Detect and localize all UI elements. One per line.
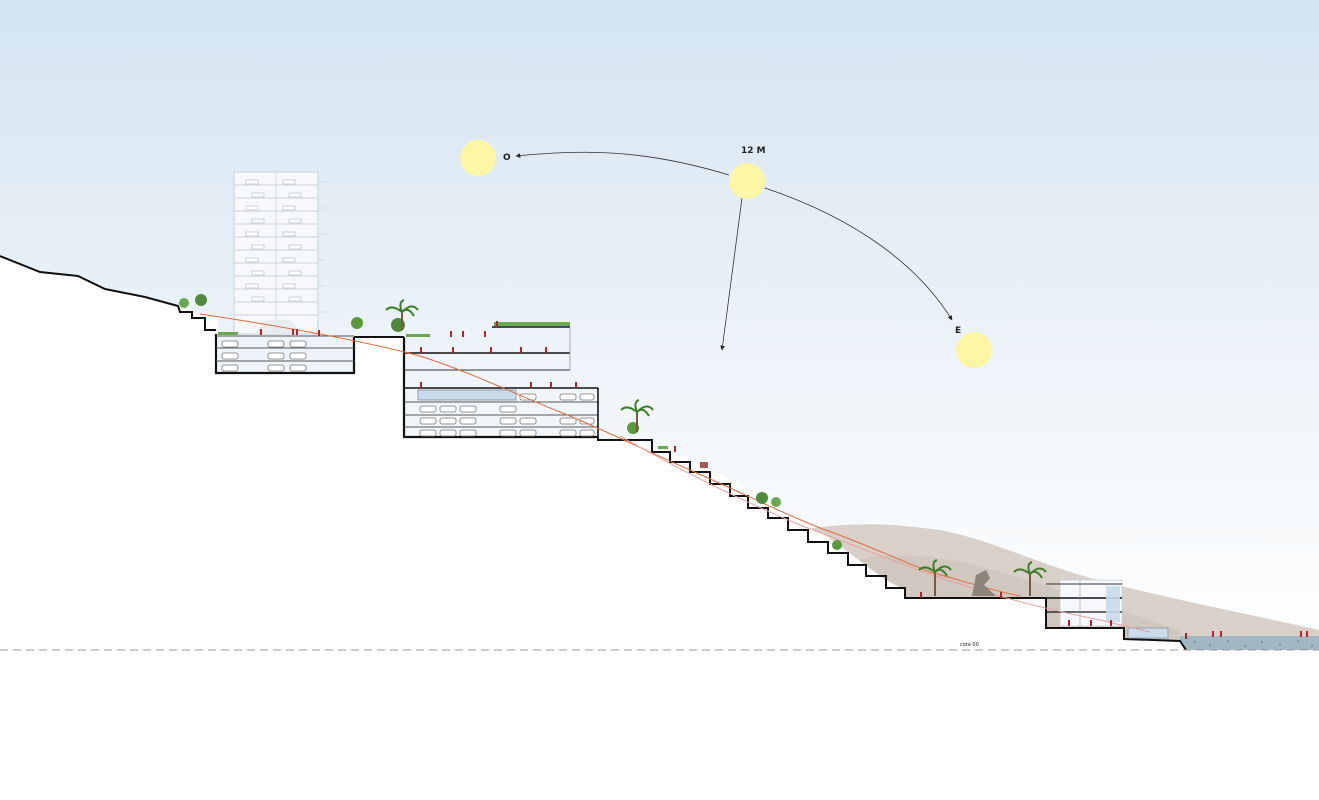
- person-icon: [452, 347, 454, 353]
- terrain-profile: [0, 255, 216, 331]
- west-label: O: [503, 153, 511, 163]
- person-icon: [318, 330, 320, 336]
- sun-west: [460, 140, 496, 176]
- person-icon: [530, 382, 532, 388]
- person-icon: [296, 329, 298, 335]
- person-icon: [490, 347, 492, 353]
- tree-icon: [771, 497, 781, 507]
- person-icon: [292, 329, 294, 335]
- person-icon: [1185, 633, 1187, 639]
- sun-east: [956, 332, 992, 368]
- secondary-path: [619, 435, 1151, 633]
- person-icon: [1300, 631, 1302, 637]
- pool: [417, 389, 517, 401]
- person-icon: [260, 329, 262, 335]
- person-icon: [462, 331, 464, 337]
- person-icon: [1220, 631, 1222, 637]
- east-label: E: [955, 326, 961, 336]
- person-icon: [1068, 620, 1070, 626]
- person-icon: [520, 347, 522, 353]
- parking-cars: [221, 340, 595, 437]
- tree-icon: [832, 540, 842, 550]
- sea-texture: [1193, 639, 1314, 648]
- sea: [1180, 636, 1319, 650]
- person-icon: [484, 331, 486, 337]
- person-icon: [1306, 631, 1308, 637]
- ground-mass: [0, 256, 1186, 650]
- palm-tree-icon: [385, 299, 419, 330]
- person-icon: [1000, 592, 1002, 598]
- person-icon: [1090, 620, 1092, 626]
- tree-icon: [195, 294, 207, 306]
- person-icon: [450, 331, 452, 337]
- datum-label: cota 00: [960, 642, 979, 648]
- tree-icon: [351, 317, 363, 329]
- vegetation: [179, 294, 1047, 596]
- person-icon: [1110, 620, 1112, 626]
- people: [260, 321, 1308, 639]
- person-icon: [550, 382, 552, 388]
- noon-label: 12 M: [741, 146, 766, 156]
- person-icon: [575, 382, 577, 388]
- tree-icon: [756, 492, 768, 504]
- sun-path-west-arrow: [515, 151, 730, 176]
- tree-icon: [179, 298, 189, 308]
- pedestrian-path: [199, 313, 1021, 597]
- sun-path-east-arrow: [764, 187, 953, 321]
- person-icon: [1212, 631, 1214, 637]
- stepped-terraces: [597, 437, 1187, 651]
- palm-tree-icon: [1013, 561, 1047, 596]
- sculpture: [972, 570, 996, 596]
- person-icon: [420, 347, 422, 353]
- palm-tree-icon: [918, 559, 952, 596]
- terraced-building-middle: [354, 326, 599, 439]
- person-icon: [420, 382, 422, 388]
- sun-ray-arrow: [720, 197, 743, 351]
- sun-noon: [729, 163, 765, 199]
- person-icon: [545, 347, 547, 353]
- person-icon: [496, 321, 498, 327]
- person-icon: [674, 446, 676, 452]
- person-icon: [920, 592, 922, 598]
- palm-tree-icon: [620, 399, 654, 432]
- residential-tower: [233, 171, 326, 335]
